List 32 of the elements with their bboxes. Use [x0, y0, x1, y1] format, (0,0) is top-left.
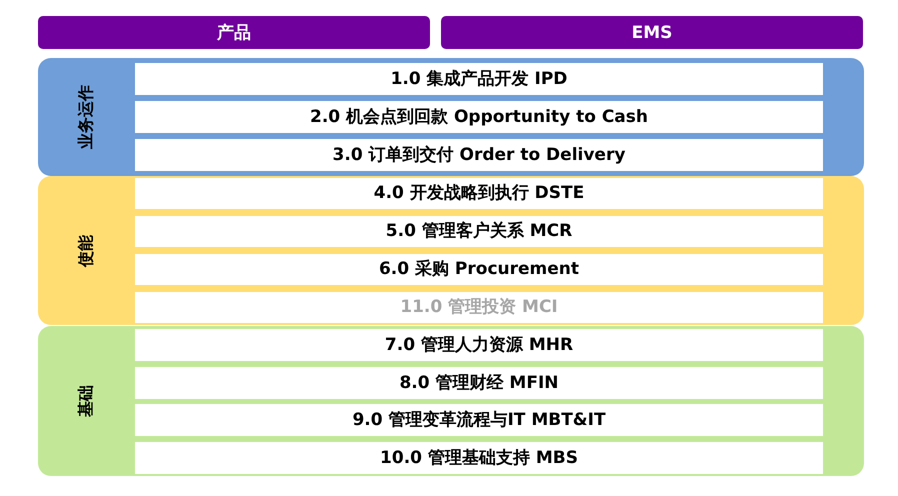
- process-label: 5.0 管理客户关系 MCR: [386, 222, 572, 241]
- process-label: 9.0 管理变革流程与IT MBT&IT: [352, 410, 606, 430]
- process-row: [135, 101, 823, 133]
- process-row: [135, 292, 823, 323]
- process-row: [135, 254, 823, 285]
- header-label: 产品: [217, 22, 251, 44]
- process-label: 8.0 管理财经 MFIN: [399, 374, 559, 392]
- process-row: [135, 329, 823, 361]
- process-label: 11.0 管理投资 MCI: [400, 298, 558, 317]
- column-header: [441, 16, 863, 49]
- process-row: [135, 404, 823, 436]
- process-row: [135, 216, 823, 247]
- process-label: 7.0 管理人力资源 MHR: [384, 336, 574, 354]
- process-row: [135, 63, 823, 95]
- process-label: 1.0 集成产品开发 IPD: [390, 70, 568, 88]
- category-label: 业务运作: [77, 85, 95, 149]
- column-header: [38, 16, 430, 49]
- category-band: [38, 58, 864, 176]
- header-label: EMS: [632, 22, 672, 42]
- process-label: 3.0 订单到交付 Order to Delivery: [332, 146, 626, 164]
- process-label: 10.0 管理基础支持 MBS: [380, 448, 578, 468]
- category-label: 基础: [77, 385, 95, 417]
- process-label: 2.0 机会点到回款 Opportunity to Cash: [310, 108, 648, 126]
- process-row: [135, 139, 823, 171]
- category-band: [38, 326, 864, 476]
- process-row: [135, 367, 823, 399]
- process-row: [135, 442, 823, 474]
- process-label: 4.0 开发战略到执行 DSTE: [374, 184, 584, 203]
- process-row: [135, 178, 823, 209]
- category-band: [38, 176, 864, 325]
- category-label: 使能: [77, 234, 95, 266]
- process-label: 6.0 采购 Procurement: [378, 260, 580, 279]
